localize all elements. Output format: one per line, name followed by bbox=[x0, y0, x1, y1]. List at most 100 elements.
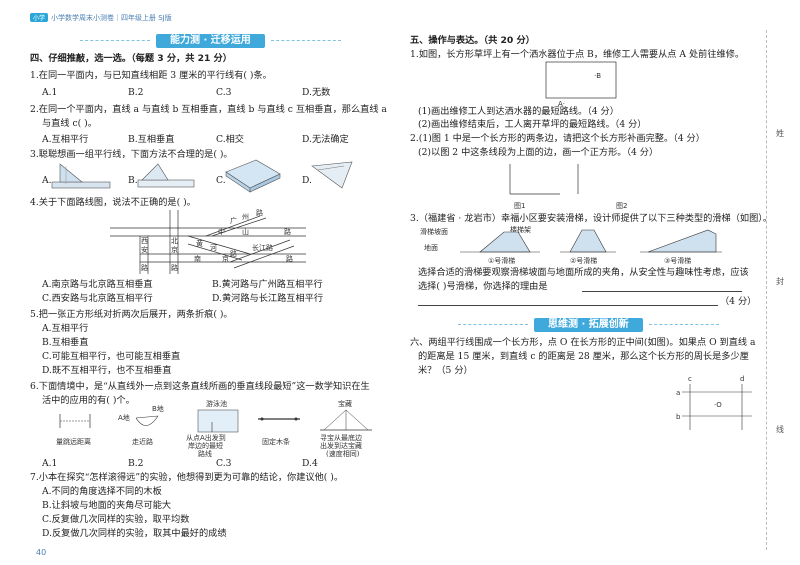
slide-label-ladder: 楼梯架 bbox=[510, 225, 531, 234]
map-label-nan: 南 bbox=[194, 254, 201, 263]
q6-fig5-caption-b: 出发到达宝藏 bbox=[320, 441, 362, 450]
section-4-title: 四、仔细推敲，选一选。（每题 3 分，共 21 分） bbox=[30, 53, 232, 64]
q5-1-point-a: A· bbox=[558, 100, 565, 108]
q5-3-stem: 3.（福建省 · 龙岩市）幸福小区要安装滑梯，设计师提供了以下三种类型的滑梯（如… bbox=[410, 213, 773, 224]
q6-fig5-caption: 寻宝从最底边 bbox=[320, 433, 362, 442]
q1-option-c: C.3 bbox=[216, 87, 232, 98]
q3-option-c: C. bbox=[216, 175, 226, 186]
slide-label-slope: 滑梯坡面 bbox=[420, 227, 448, 236]
q6-1-stem-line1: 六、两组平行线围成一个长方形，点 O 在长方形的正中间(如图)。如果点 O 到直… bbox=[410, 337, 756, 348]
q4-option-c: C.西安路与北京路互相平行 bbox=[42, 293, 153, 304]
header-logo: 小学 bbox=[30, 13, 49, 22]
header-title: 小学数学周末小测卷｜四年级上册 SJ版 bbox=[51, 14, 172, 22]
q2-stem-line1: 2.在同一个平面内，直线 a 与直线 b 互相垂直，直线 b 与直线 c 互相垂… bbox=[30, 104, 387, 115]
q6-fig3-caption-c: 路线 bbox=[198, 449, 212, 458]
q6-fig2-b-label: B地 bbox=[152, 404, 164, 413]
q5-1-sub1: (1)画出维修工人到达洒水器的最短路线。（4 分） bbox=[418, 106, 619, 117]
q7-option-d: D.反复做几次同样的实验，取其中最好的成绩 bbox=[42, 528, 227, 539]
q7-option-c: C.反复做几次同样的实验，取平均数 bbox=[42, 514, 190, 525]
q5-option-a: A.互相平行 bbox=[42, 323, 89, 334]
q2-option-b: B.互相垂直 bbox=[128, 134, 175, 145]
q2-option-d: D.无法确定 bbox=[302, 134, 349, 145]
q3-fig-ruler-set-square bbox=[137, 163, 195, 188]
q6-stem-line1: 6.下面情境中，是“从直线外一点到这条直线所画的垂直线段最短”这一数学知识在生 bbox=[30, 381, 370, 392]
q3-option-a: A. bbox=[42, 175, 52, 186]
q2-stem-line2: 与直线 c( )。 bbox=[42, 118, 97, 129]
map-label-shan: 山 bbox=[242, 227, 249, 236]
side-label-1: 姓 bbox=[776, 129, 784, 138]
q3-stem: 3.聪聪想画一组平行线，下面方法不合理的是( )。 bbox=[30, 149, 233, 160]
q5-3-slides: 滑梯坡面 楼梯架 地面 ①号滑梯 ②号滑梯 ③号滑梯 bbox=[420, 225, 722, 265]
q6-stem-line2: 活中的应用的有( )个。 bbox=[42, 395, 135, 406]
q5-3-text-line1: 选择合适的滑梯要观察滑梯坡面与地面所成的夹角，从安全性与趣味性考虑，应该 bbox=[418, 267, 749, 278]
q6-1-rectangle-figure: c d a b ·O bbox=[676, 375, 752, 430]
map-label-zhou: 州 bbox=[242, 213, 249, 221]
map-label-lu1: 路 bbox=[284, 227, 291, 236]
map-label-guang: 广 bbox=[230, 216, 237, 225]
q5-1-point-b: ·B bbox=[594, 72, 601, 80]
q6-option-a: A.1 bbox=[42, 458, 58, 469]
q1-option-a: A.1 bbox=[42, 87, 58, 98]
q6-fig2-a-label: A地 bbox=[118, 413, 130, 422]
page-header: 小学小学数学周末小测卷｜四年级上册 SJ版 bbox=[30, 13, 172, 23]
q5-option-d: D.既不互相平行，也不互相垂直 bbox=[42, 365, 172, 376]
map-label-bei: 北 bbox=[171, 237, 178, 245]
q3-option-d: D. bbox=[302, 175, 312, 186]
q3-option-b: B. bbox=[128, 175, 138, 186]
q3-fig-folded-paper bbox=[311, 161, 353, 189]
map-label-lu4: 路 bbox=[230, 249, 237, 258]
q5-2-fig2-label: 图2 bbox=[616, 202, 627, 210]
q5-3-reason-line bbox=[582, 291, 742, 292]
q5-2-sub2: (2)以图 2 中这条线段为上面的边，画一个正方形。（4 分） bbox=[418, 147, 659, 158]
point-o-label: ·O bbox=[714, 401, 722, 409]
q4-stem: 4.关于下面路线图，说法不正确的是( )。 bbox=[30, 197, 196, 208]
map-label-lu2: 路 bbox=[141, 263, 148, 272]
q6-1-stem-line3: 米？（5 分） bbox=[418, 365, 473, 376]
q5-option-b: B.互相垂直 bbox=[42, 337, 89, 348]
q6-option-b: B.2 bbox=[128, 458, 144, 469]
q5-option-c: C.可能互相平行，也可能互相垂直 bbox=[42, 351, 181, 362]
q1-stem: 1.在同一平面内，与已知直线相距 3 厘米的平行线有( )条。 bbox=[30, 70, 272, 81]
q4-option-b: B.黄河路与广州路互相平行 bbox=[212, 279, 323, 290]
map-label-lu5: 路 bbox=[256, 208, 263, 217]
q5-stem: 5.把一张正方形纸对折两次后展开，两条折痕( )。 bbox=[30, 309, 233, 320]
right-section-banner: 思维测 · 拓展创新 bbox=[458, 318, 719, 332]
q6-figures: 量跳远距离 A地 B地 走近路 游泳池 从点A出发到 岸边的最短 路线 固定木条… bbox=[56, 399, 372, 458]
q6-fig5-top: 宝藏 bbox=[338, 399, 352, 408]
q6-fig3-top: 游泳池 bbox=[206, 399, 227, 408]
q3-fig-block bbox=[225, 159, 281, 193]
q5-1-lawn-figure: ·B A· bbox=[545, 61, 617, 108]
q7-option-b: B.让斜坡与地面的夹角尽可能大 bbox=[42, 500, 172, 511]
q5-2-sub1: 2.(1)图 1 中是一个长方形的两条边，请把这个长方形补画完整。（4 分） bbox=[410, 133, 705, 144]
side-label-3: 线 bbox=[776, 425, 784, 434]
q6-1-stem-line2: 的距离是 15 厘米，到直线 c 的距离是 28 厘米，那么这个长方形的周长是多… bbox=[418, 351, 749, 362]
q6-option-d: D.4 bbox=[302, 458, 318, 469]
map-label-jing1: 京 bbox=[171, 245, 178, 254]
q6-fig2-caption: 走近路 bbox=[132, 437, 153, 446]
binding-line bbox=[766, 30, 767, 550]
map-label-changjiang: 长江路 bbox=[252, 243, 273, 252]
map-label-lu6: 路 bbox=[286, 254, 293, 263]
line-a-label: a bbox=[676, 389, 680, 397]
map-label-an: 安 bbox=[141, 245, 148, 254]
q2-option-a: A.互相平行 bbox=[42, 134, 89, 145]
q6-fig3-caption: 从点A出发到 bbox=[186, 433, 226, 442]
q6-option-c: C.3 bbox=[216, 458, 232, 469]
q3-fig-triangle-ruler bbox=[51, 163, 111, 189]
map-label-lu3: 路 bbox=[171, 263, 178, 272]
q4-option-d: D.黄河路与长江路互相平行 bbox=[212, 293, 324, 304]
map-label-huang: 黄 bbox=[196, 239, 203, 248]
slide-label-ground: 地面 bbox=[424, 243, 438, 252]
q5-3-text-line2: 选择( )号滑梯，你选择的理由是 bbox=[418, 281, 548, 292]
q6-fig3-caption-b: 岸边的最短 bbox=[188, 441, 223, 450]
q5-1-sub2: (2)画出维修结束后，工人离开草坪的最短路线。（4 分） bbox=[418, 119, 647, 130]
line-b-label: b bbox=[676, 413, 681, 421]
q4-option-a: A.南京路与北京路互相垂直 bbox=[42, 279, 153, 290]
q4-route-map: 中 山 路 西 安 路 北 京 路 黄 河 路 广 州 路 南 京 路 长江路 bbox=[110, 208, 306, 274]
map-label-xi: 西 bbox=[141, 237, 148, 245]
q6-fig1-caption: 量跳远距离 bbox=[56, 437, 91, 446]
q7-option-a: A.不同的角度选择不同的木板 bbox=[42, 486, 162, 497]
q5-3-reason-line-2 bbox=[418, 305, 718, 306]
q7-stem: 7.小本在探究“怎样滚得远”的实验，他想得到更为可靠的结论，你建议他( )。 bbox=[30, 472, 344, 483]
